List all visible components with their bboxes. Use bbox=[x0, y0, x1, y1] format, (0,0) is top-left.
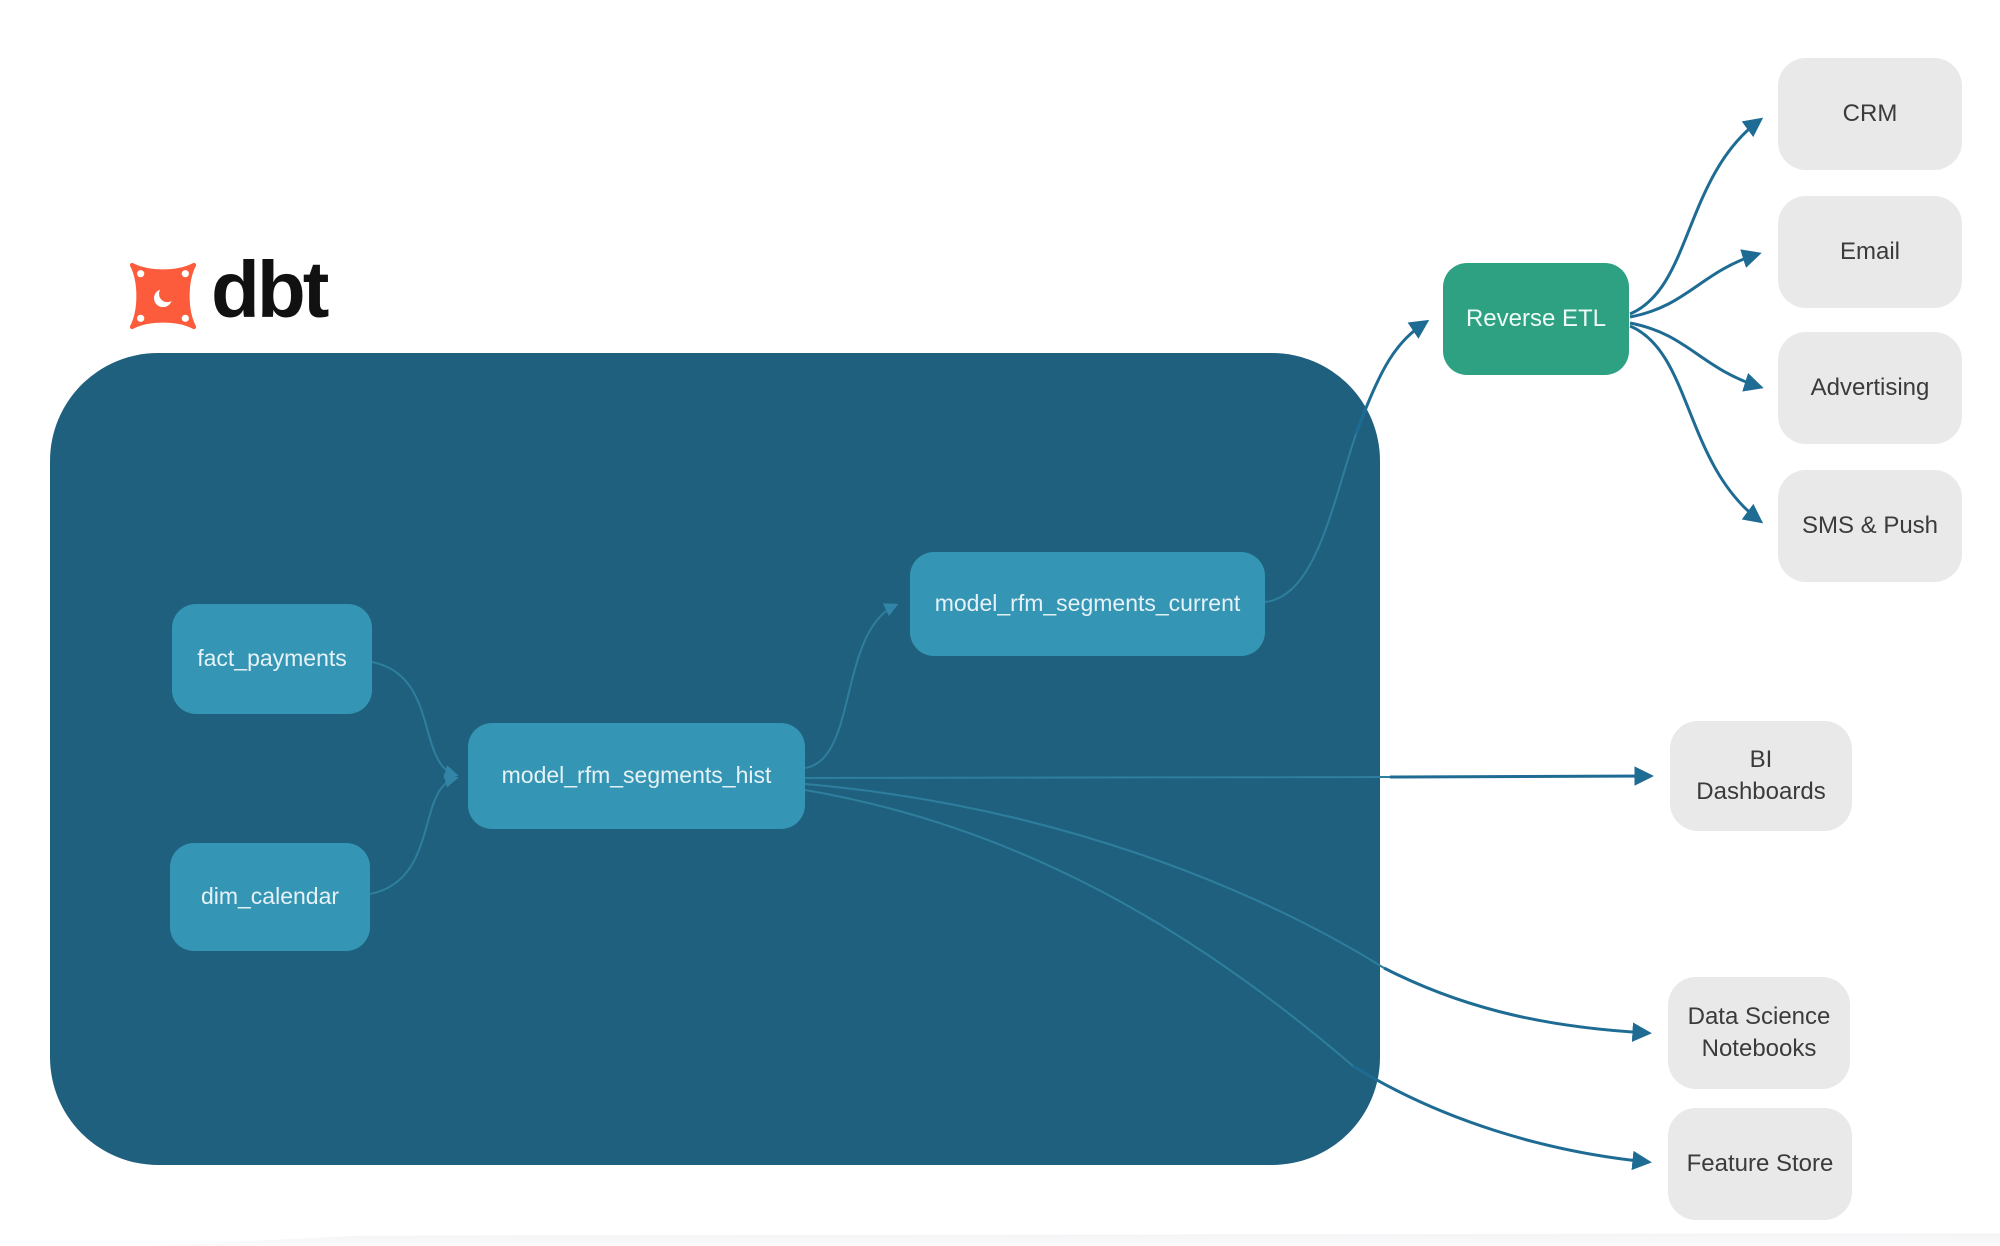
node-model-rfm-segments-hist: model_rfm_segments_hist bbox=[468, 723, 805, 829]
node-fact-payments-label: fact_payments bbox=[197, 645, 347, 672]
edge-reverse-etl-to-sms-push bbox=[1629, 324, 1764, 524]
edge-to-data-science-notebooks bbox=[1383, 966, 1652, 1042]
node-model-rfm-segments-hist-label: model_rfm_segments_hist bbox=[501, 762, 772, 789]
node-data-science-notebooks-label: Data Science Notebooks bbox=[1687, 1002, 1831, 1062]
node-email: Email bbox=[1778, 196, 1962, 308]
edge-to-bi-dashboards bbox=[1389, 766, 1654, 786]
node-bi-dashboards: BI Dashboards bbox=[1670, 721, 1852, 831]
node-data-science-notebooks: Data Science Notebooks bbox=[1668, 977, 1850, 1089]
node-advertising: Advertising bbox=[1778, 332, 1962, 444]
node-email-label: Email bbox=[1839, 237, 1900, 265]
node-dim-calendar-label: dim_calendar bbox=[200, 883, 340, 910]
node-bi-dashboards-label: BI Dashboards bbox=[1696, 745, 1826, 805]
node-reverse-etl: Reverse ETL bbox=[1443, 263, 1629, 375]
dbt-logo-text: dbt bbox=[211, 245, 329, 334]
node-crm-label: CRM bbox=[1842, 99, 1898, 127]
dbt-logo: dbt bbox=[127, 250, 329, 336]
node-advertising-label: Advertising bbox=[1810, 373, 1930, 401]
node-dim-calendar: dim_calendar bbox=[170, 843, 370, 951]
edge-reverse-etl-to-advertising bbox=[1629, 321, 1764, 392]
node-crm: CRM bbox=[1778, 58, 1962, 170]
edge-reverse-etl-to-email bbox=[1629, 249, 1762, 319]
node-model-rfm-segments-current-label: model_rfm_segments_current bbox=[934, 590, 1241, 617]
edge-to-feature-store bbox=[1352, 1064, 1652, 1171]
node-model-rfm-segments-current: model_rfm_segments_current bbox=[910, 552, 1265, 656]
bottom-edge-artifact bbox=[150, 1233, 2000, 1246]
node-feature-store: Feature Store bbox=[1668, 1108, 1852, 1220]
node-sms-push-label: SMS & Push bbox=[1801, 511, 1939, 539]
edge-reverse-etl-to-crm bbox=[1629, 117, 1764, 316]
node-feature-store-label: Feature Store bbox=[1686, 1149, 1834, 1177]
node-fact-payments: fact_payments bbox=[172, 604, 372, 714]
node-sms-push: SMS & Push bbox=[1778, 470, 1962, 582]
dbt-logo-icon bbox=[129, 262, 197, 330]
node-reverse-etl-label: Reverse ETL bbox=[1465, 304, 1607, 332]
